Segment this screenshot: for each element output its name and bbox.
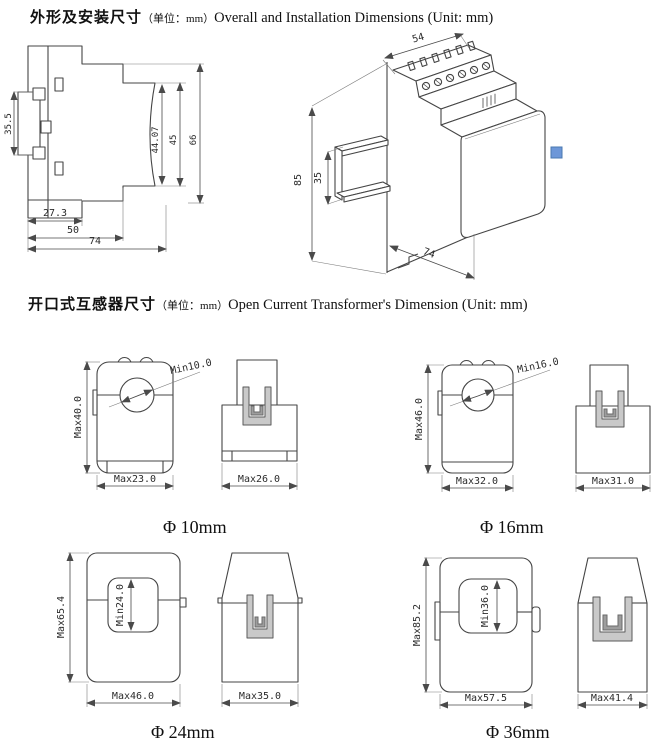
ct24-latch bbox=[179, 597, 187, 608]
dim-35-5: 35.5 bbox=[4, 113, 14, 135]
ct-16mm-drawing: Min16.0 Max46.0 Max32.0 Max31.0 Φ 16mm bbox=[414, 356, 651, 537]
dim-ct16-front-width: Max32.0 bbox=[456, 476, 498, 487]
ct24-label: Φ 24mm bbox=[151, 722, 215, 742]
dim-ct36-min: Min36.0 bbox=[480, 585, 491, 627]
dim-74-iso: 74 bbox=[421, 246, 436, 260]
ct10-label: Φ 10mm bbox=[163, 517, 227, 537]
ct36-aperture bbox=[458, 578, 518, 634]
ct24-clip bbox=[246, 594, 274, 639]
ct16-aperture bbox=[461, 378, 495, 412]
dim-ct24-front-width: Max46.0 bbox=[112, 691, 154, 702]
ct16-front-body bbox=[441, 364, 514, 474]
vent-slits bbox=[482, 93, 496, 108]
ct36-side-tab bbox=[434, 601, 441, 641]
ct10-latch-bumps bbox=[117, 356, 154, 363]
ct24-side-ledge bbox=[217, 597, 303, 604]
ct16-clip-inner bbox=[603, 408, 617, 418]
din-clip-hook-bottom bbox=[32, 146, 46, 160]
dim-85: 85 bbox=[293, 174, 304, 186]
dim-line-74-iso bbox=[389, 245, 475, 279]
front-module-face bbox=[460, 110, 546, 238]
section1-title-en: Overall and Installation Dimensions (Uni… bbox=[214, 10, 494, 26]
dim-ct16-height: Max46.0 bbox=[414, 398, 425, 440]
ct-24mm-drawing: Min24.0 Max65.4 Max46.0 Max35.0 Φ 24mm bbox=[56, 552, 303, 742]
ct16-clip bbox=[595, 390, 625, 428]
isometric-drawing: 54 85 35 74 bbox=[293, 32, 563, 280]
dim-ct16-side-width: Max31.0 bbox=[592, 476, 634, 487]
dim-45: 45 bbox=[169, 135, 179, 146]
ct24-side-body bbox=[221, 552, 299, 683]
section2-unit-note: （单位：mm） bbox=[156, 300, 229, 312]
dim-ct24-side-width: Max35.0 bbox=[239, 691, 281, 702]
plate-latch bbox=[40, 120, 52, 134]
din-rail-bracket bbox=[334, 135, 391, 203]
section1-heading: 外形及安装尺寸（单位：mm）Overall and Installation D… bbox=[30, 6, 493, 27]
dim-54: 54 bbox=[411, 32, 426, 46]
ct16-latch-bumps bbox=[459, 359, 496, 366]
ct36-clip bbox=[592, 596, 633, 642]
ct10-aperture bbox=[119, 377, 155, 413]
section1-unit-note: （单位：mm） bbox=[142, 13, 215, 25]
side-profile-drawing: 35.5 44.07 45 66 27.3 50 74 bbox=[4, 45, 204, 253]
plate-slot-bottom bbox=[54, 161, 64, 176]
dim-ct10-side-width: Max26.0 bbox=[238, 474, 280, 485]
dim-66: 66 bbox=[189, 135, 199, 146]
dim-ct10-min: Min10.0 bbox=[169, 357, 213, 377]
ct16-label: Φ 16mm bbox=[480, 517, 544, 537]
ct36-latch bbox=[531, 606, 541, 633]
dim-27-3: 27.3 bbox=[43, 208, 67, 219]
ct10-clip bbox=[242, 386, 272, 426]
dim-ct24-height: Max65.4 bbox=[56, 596, 67, 638]
din-clip-hook-top bbox=[32, 87, 46, 101]
ct36-clip-inner bbox=[602, 614, 623, 631]
dim-ct24-min: Min24.0 bbox=[115, 584, 126, 626]
ct36-label: Φ 36mm bbox=[486, 722, 550, 742]
ct16-side-tab bbox=[437, 390, 443, 416]
dim-50: 50 bbox=[67, 225, 79, 236]
section2-title-en: Open Current Transformer's Dimension (Un… bbox=[228, 297, 528, 313]
dim-ct16-min: Min16.0 bbox=[516, 356, 560, 376]
terminal-screws bbox=[421, 61, 491, 91]
section2-title-zh: 开口式互感器尺寸 bbox=[28, 296, 157, 313]
dim-ct36-side-width: Max41.4 bbox=[591, 693, 633, 704]
ct10-side-tab bbox=[92, 389, 98, 416]
dim-ct10-height: Max40.0 bbox=[73, 396, 84, 438]
dim-74-profile: 74 bbox=[89, 236, 101, 247]
din-clip bbox=[17, 91, 41, 156]
section1-title-zh: 外形及安装尺寸 bbox=[30, 9, 143, 26]
section2-heading: 开口式互感器尺寸（单位：mm）Open Current Transformer'… bbox=[28, 293, 528, 314]
dim-ct36-front-width: Max57.5 bbox=[465, 693, 507, 704]
dim-ct36-height: Max85.2 bbox=[412, 604, 423, 646]
dim-ct10-front-width: Max23.0 bbox=[114, 474, 156, 485]
ct36-side-body bbox=[577, 557, 648, 693]
ct24-clip-inner bbox=[254, 616, 266, 628]
ct-10mm-drawing: Min10.0 Max40.0 Max23.0 Max26.0 Φ 10mm bbox=[73, 356, 298, 537]
dim-44-07: 44.07 bbox=[151, 126, 161, 153]
plate-slot-top bbox=[54, 77, 64, 92]
ct10-clip-inner bbox=[250, 405, 264, 416]
dim-line-54 bbox=[384, 33, 464, 59]
dim-35: 35 bbox=[313, 172, 324, 184]
selection-handle[interactable] bbox=[550, 146, 563, 159]
front-module-edge-line bbox=[464, 113, 541, 140]
ct-36mm-drawing: Min36.0 Max85.2 Max57.5 Max41.4 Φ 36mm bbox=[412, 557, 648, 742]
